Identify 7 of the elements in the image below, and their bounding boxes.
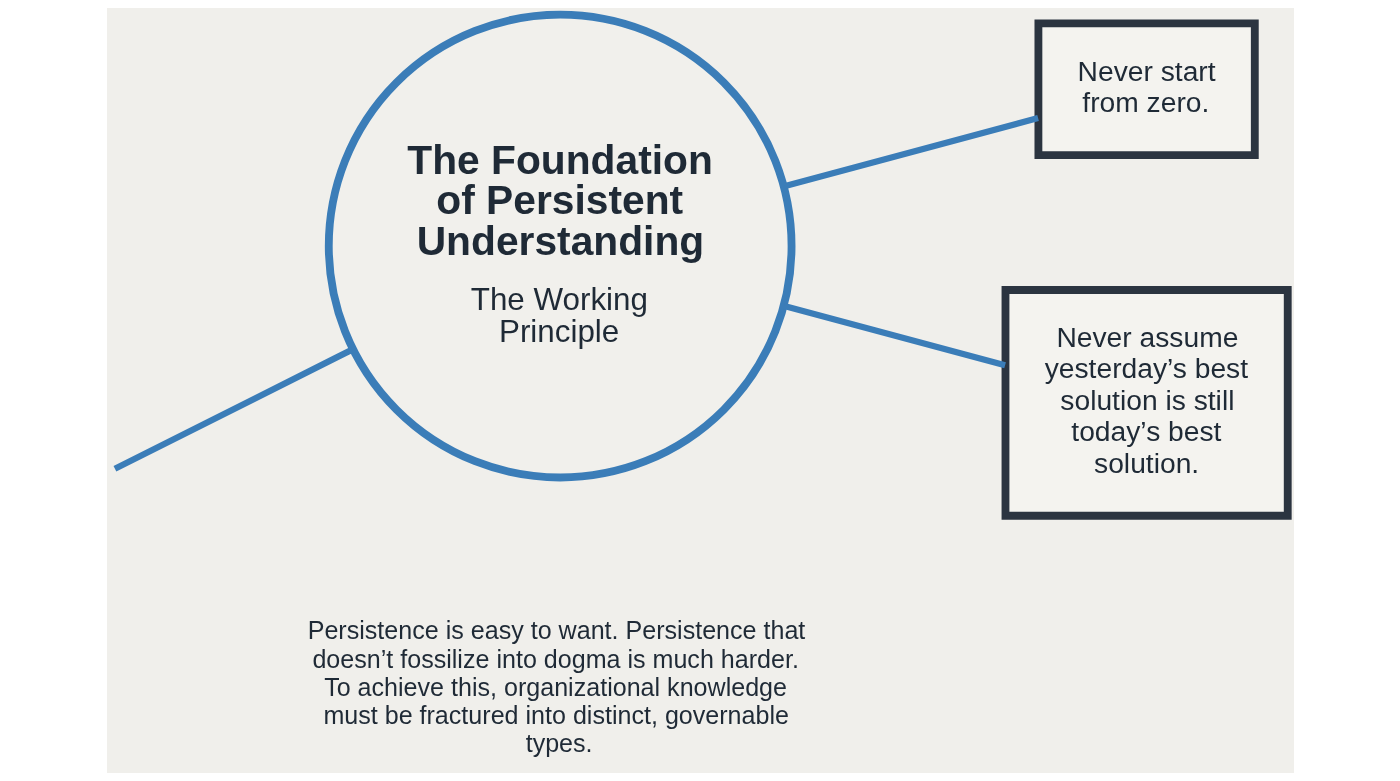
- connector: [783, 302, 1006, 369]
- node-box: Never assume yesterday’s best solution is still today’s best solution.: [1001, 286, 1292, 520]
- node-circle: The Foundation of Persistent Understanding The Working Principle: [324, 10, 795, 482]
- connector: [113, 346, 354, 472]
- label: Persistence is easy to want. Persistence that doesn’t fossilize into dogma is much harder. To achieve this, organizational knowledge must be fractured into distinct, governable types.: [307, 616, 805, 758]
- node-box: Never start from zero.: [1034, 19, 1259, 160]
- connector: [783, 115, 1039, 190]
